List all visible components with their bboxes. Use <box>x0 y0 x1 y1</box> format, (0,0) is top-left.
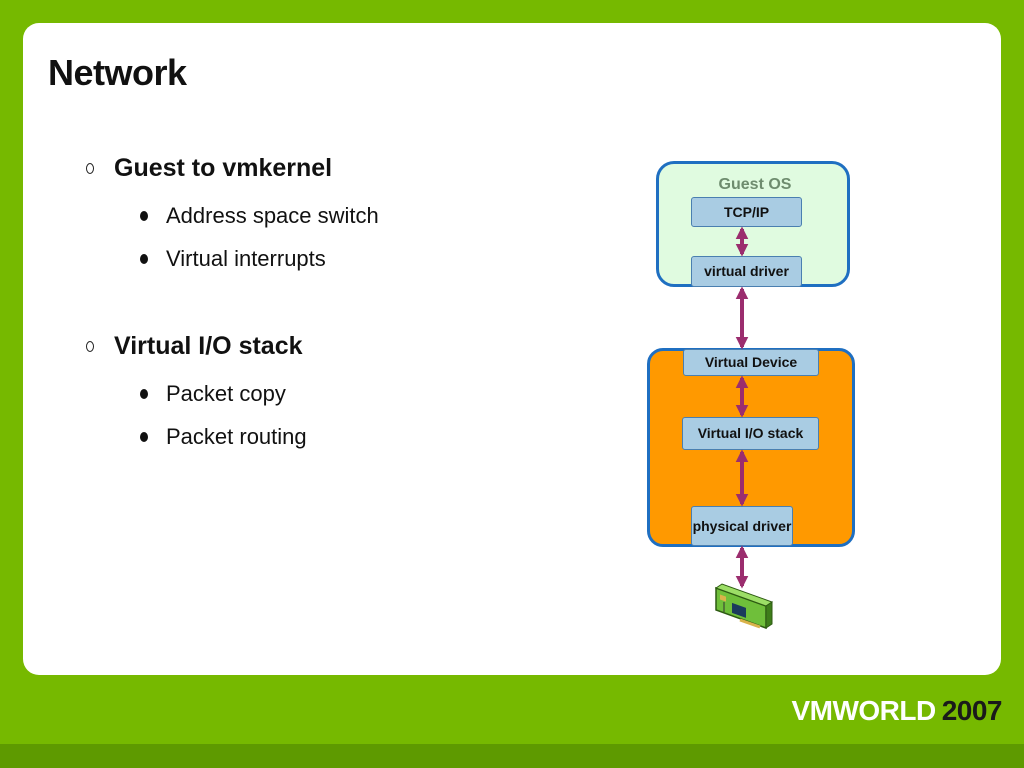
bullet-text: Guest to vmkernel <box>114 153 333 182</box>
bullet-item: Virtual I/O stack <box>84 328 544 364</box>
sub-bullet-text: Packet routing <box>166 423 307 449</box>
bullet-text: Virtual I/O stack <box>114 331 303 360</box>
brand-name: VMWORLD <box>791 695 936 726</box>
sub-bullet-text: Packet copy <box>166 380 286 406</box>
filled-bullet-icon <box>140 253 148 264</box>
sub-bullet-item: Packet copy <box>84 372 544 415</box>
hollow-bullet-icon <box>86 162 94 174</box>
sub-bullet-item: Address space switch <box>84 194 544 237</box>
physical-driver-box: physical driver <box>691 506 793 546</box>
sub-bullet-item: Virtual interrupts <box>84 237 544 280</box>
slide-title: Network <box>48 52 187 93</box>
sub-bullet-text: Virtual interrupts <box>166 245 326 271</box>
virtual-device-box: Virtual Device <box>683 349 819 376</box>
sub-bullet-item: Packet routing <box>84 415 544 458</box>
filled-bullet-icon <box>140 431 148 442</box>
guest-os-label: Guest OS <box>718 176 792 193</box>
bottom-band <box>0 744 1024 768</box>
filled-bullet-icon <box>140 210 148 221</box>
bullet-list: Guest to vmkernel Address space switch V… <box>84 150 544 458</box>
sub-bullet-text: Address space switch <box>166 202 379 228</box>
hollow-bullet-icon <box>86 340 94 352</box>
filled-bullet-icon <box>140 388 148 399</box>
brand-year: 2007 <box>941 695 1003 726</box>
network-card-icon <box>714 583 774 630</box>
bullet-item: Guest to vmkernel <box>84 150 544 186</box>
virtual-io-stack-box: Virtual I/O stack <box>682 417 819 450</box>
